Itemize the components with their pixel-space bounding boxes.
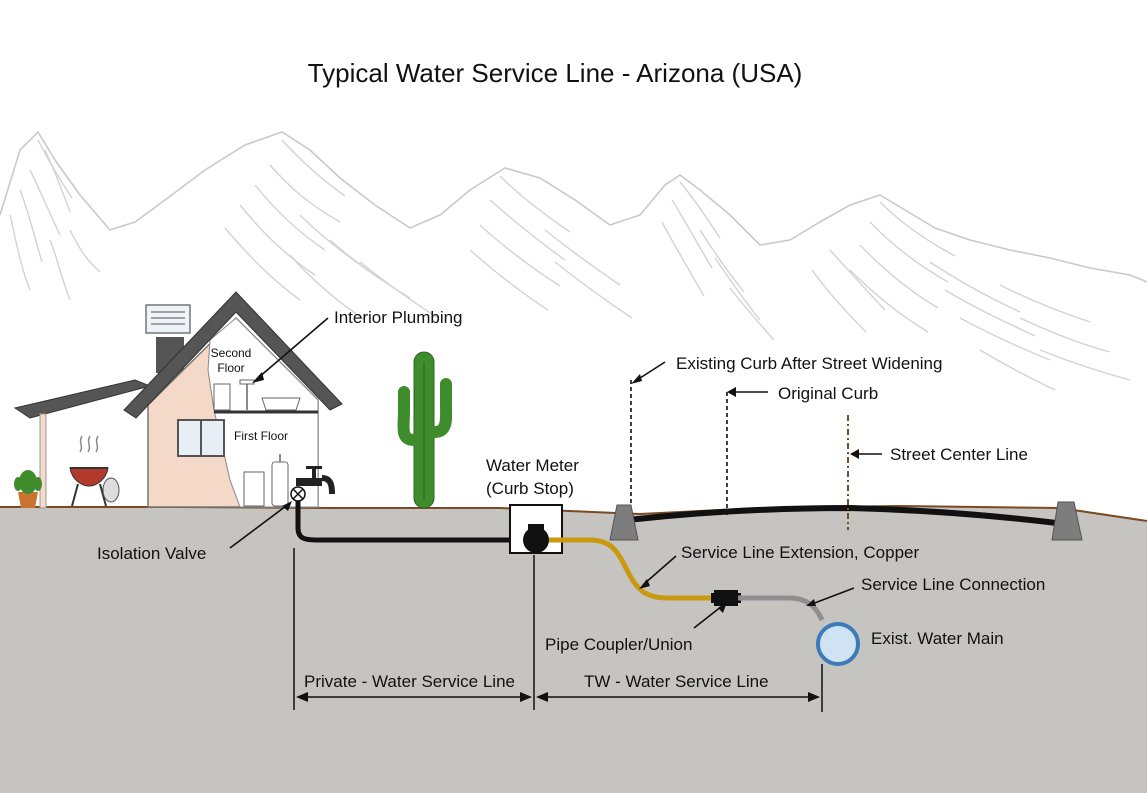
faucet-icon (296, 466, 335, 495)
street-center-line-label: Street Center Line (890, 445, 1028, 464)
first-floor-label: First Floor (234, 429, 288, 443)
dimension-lines (293, 548, 823, 712)
mountains-background (0, 130, 1147, 391)
service-line-connection-label: Service Line Connection (861, 575, 1045, 594)
diagram-title: Typical Water Service Line - Arizona (US… (308, 58, 803, 88)
water-main-label: Exist. Water Main (871, 629, 1004, 648)
grill-icon (69, 435, 120, 507)
meter-icon (509, 504, 563, 554)
isolation-valve-label: Isolation Valve (97, 544, 206, 563)
service-line-connection-pipe (738, 595, 825, 622)
house-icon (13, 291, 343, 509)
private-service-line-label: Private - Water Service Line (304, 672, 515, 691)
valve-icon (290, 486, 306, 502)
potted-cactus-icon (14, 470, 42, 508)
service-line-extension-label: Service Line Extension, Copper (681, 543, 919, 562)
leader-lines (229, 317, 882, 629)
second-floor-label-line2: Floor (217, 361, 244, 375)
saguaro-cactus-icon (397, 351, 453, 509)
far-curb-icon (1051, 501, 1083, 541)
water-meter-label-line1: Water Meter (486, 456, 579, 475)
ground (0, 506, 1147, 793)
existing-curb-label: Existing Curb After Street Widening (676, 354, 942, 373)
pipe-coupler-label: Pipe Coupler/Union (545, 635, 692, 654)
private-service-line-pipe (295, 500, 512, 543)
tw-service-line-label: TW - Water Service Line (584, 672, 769, 691)
copper-service-line-pipe (549, 537, 716, 601)
street-surface (627, 504, 1066, 527)
existing-curb-icon (609, 504, 639, 541)
water-main-icon (816, 622, 860, 666)
original-curb-label: Original Curb (778, 384, 878, 403)
second-floor-label-line1: Second (211, 346, 252, 360)
interior-plumbing-label: Interior Plumbing (334, 308, 463, 327)
water-meter-label-line2: (Curb Stop) (486, 479, 574, 498)
